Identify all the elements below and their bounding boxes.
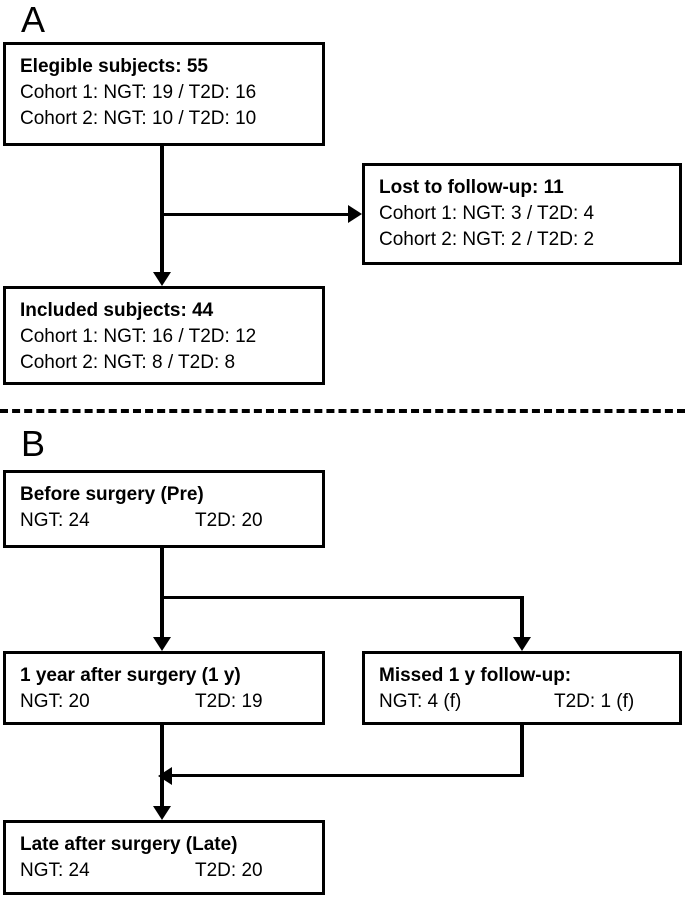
connector-pre-to-missed [160, 596, 524, 599]
node-oneyear-ngt: NGT: 20 [20, 691, 90, 712]
node-pre-t2d: T2D: 20 [195, 510, 263, 531]
arrowhead-lost [348, 205, 362, 223]
node-lost-cohort1: Cohort 1: NGT: 3 / T2D: 4 [379, 203, 595, 224]
node-missed-ngt: NGT: 4 (f) [379, 691, 462, 712]
node-eligible-subjects: Elegible subjects: 55 Cohort 1: NGT: 19 … [3, 42, 325, 146]
node-late-ngt: NGT: 24 [20, 860, 90, 881]
node-late-after-surgery: Late after surgery (Late) NGT: 24 T2D: 2… [3, 820, 325, 895]
node-pre-ngt: NGT: 24 [20, 510, 90, 531]
node-pre-counts: NGT: 24 T2D: 20 [20, 508, 322, 534]
node-eligible-title: Elegible subjects: 55 [20, 56, 208, 77]
node-eligible-cohort1: Cohort 1: NGT: 19 / T2D: 16 [20, 82, 257, 103]
node-pre-title: Before surgery (Pre) [20, 484, 204, 505]
arrowhead-oneyear [153, 637, 171, 651]
arrowhead-late [153, 806, 171, 820]
connector-missed-to-late-drop [520, 725, 524, 776]
node-included-cohort2: Cohort 2: NGT: 8 / T2D: 8 [20, 352, 236, 373]
arrowhead-missed [513, 637, 531, 651]
panel-divider-dashed [0, 409, 685, 413]
node-included-title: Included subjects: 44 [20, 300, 214, 321]
node-late-t2d: T2D: 20 [195, 860, 263, 881]
node-late-title: Late after surgery (Late) [20, 834, 238, 855]
node-included-cohort1: Cohort 1: NGT: 16 / T2D: 12 [20, 326, 257, 347]
connector-oneyear-to-late [160, 725, 164, 807]
node-lost-cohort2: Cohort 2: NGT: 2 / T2D: 2 [379, 229, 595, 250]
connector-eligible-to-lost [160, 213, 349, 216]
node-eligible-cohort2: Cohort 2: NGT: 10 / T2D: 10 [20, 108, 257, 129]
arrowhead-included [153, 272, 171, 286]
node-missed-counts: NGT: 4 (f) T2D: 1 (f) [379, 689, 679, 715]
node-missed-t2d: T2D: 1 (f) [554, 691, 635, 712]
node-before-surgery: Before surgery (Pre) NGT: 24 T2D: 20 [3, 470, 325, 548]
node-oneyear-t2d: T2D: 19 [195, 691, 263, 712]
connector-pre-to-missed-drop [520, 596, 524, 638]
panel-label-b: B [21, 423, 46, 464]
connector-eligible-to-included [160, 146, 164, 273]
connector-pre-to-oneyear [160, 548, 164, 638]
node-one-year-after-surgery: 1 year after surgery (1 y) NGT: 20 T2D: … [3, 651, 325, 725]
node-oneyear-title: 1 year after surgery (1 y) [20, 665, 241, 686]
node-included-subjects: Included subjects: 44 Cohort 1: NGT: 16 … [3, 286, 325, 385]
node-missed-one-year-followup: Missed 1 y follow-up: NGT: 4 (f) T2D: 1 … [362, 651, 682, 725]
panel-label-a: A [21, 0, 46, 40]
node-late-counts: NGT: 24 T2D: 20 [20, 858, 322, 884]
node-missed-title: Missed 1 y follow-up: [379, 665, 572, 686]
arrowhead-merge-into-trunk [158, 767, 172, 785]
node-oneyear-counts: NGT: 20 T2D: 19 [20, 689, 322, 715]
node-lost-to-followup: Lost to follow-up: 11 Cohort 1: NGT: 3 /… [362, 163, 682, 265]
node-lost-title: Lost to follow-up: 11 [379, 177, 564, 198]
connector-missed-to-late [172, 774, 524, 777]
